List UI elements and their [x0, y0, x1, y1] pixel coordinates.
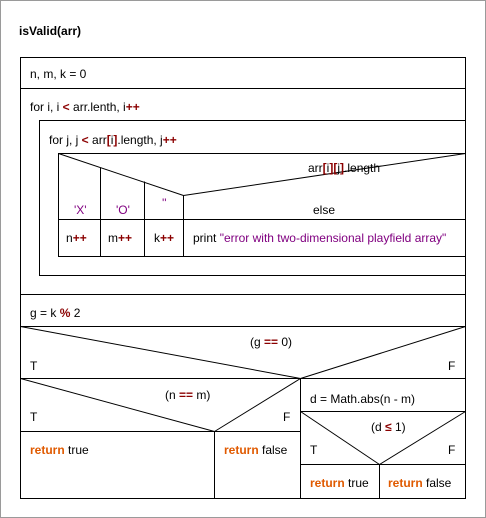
- action-print-error: print "error with two-dimensional playfi…: [193, 231, 447, 245]
- case-label-x: 'X': [74, 203, 87, 217]
- cond1-false-label: F: [448, 359, 456, 373]
- return-true-statement-2: return true: [310, 476, 369, 490]
- condition-n-equals-m: (n == m): [165, 388, 211, 402]
- case-label-o: 'O': [116, 203, 130, 217]
- case-label-empty: '': [162, 196, 167, 210]
- init-statement: n, m, k = 0: [30, 67, 87, 81]
- case-label-else: else: [313, 203, 336, 217]
- condition-g-zero: (g == 0): [250, 335, 293, 349]
- action-k-increment: k++: [154, 231, 175, 245]
- function-title: isValid(arr): [19, 24, 82, 38]
- outer-loop-header: for i, i < arr.lenth, i++: [30, 100, 140, 114]
- assign-d-statement: d = Math.abs(n - m): [310, 392, 416, 406]
- cond3-false-label: F: [448, 443, 456, 457]
- action-n-increment: n++: [66, 231, 87, 245]
- return-false-statement: return false: [224, 443, 288, 457]
- cond2-true-label: T: [30, 410, 38, 424]
- case-selector: arr[i][j].length: [308, 161, 381, 175]
- return-false-statement-2: return false: [388, 476, 452, 490]
- modulo-statement: g = k % 2: [30, 306, 81, 320]
- action-m-increment: m++: [108, 231, 133, 245]
- cond3-true-label: T: [310, 443, 318, 457]
- condition-d-le-one: (d ≤ 1): [371, 420, 406, 434]
- cond1-true-label: T: [30, 359, 38, 373]
- cond2-false-label: F: [283, 410, 291, 424]
- return-true-statement: return true: [30, 443, 89, 457]
- inner-loop-header: for j, j < arr[i].length, j++: [49, 133, 177, 147]
